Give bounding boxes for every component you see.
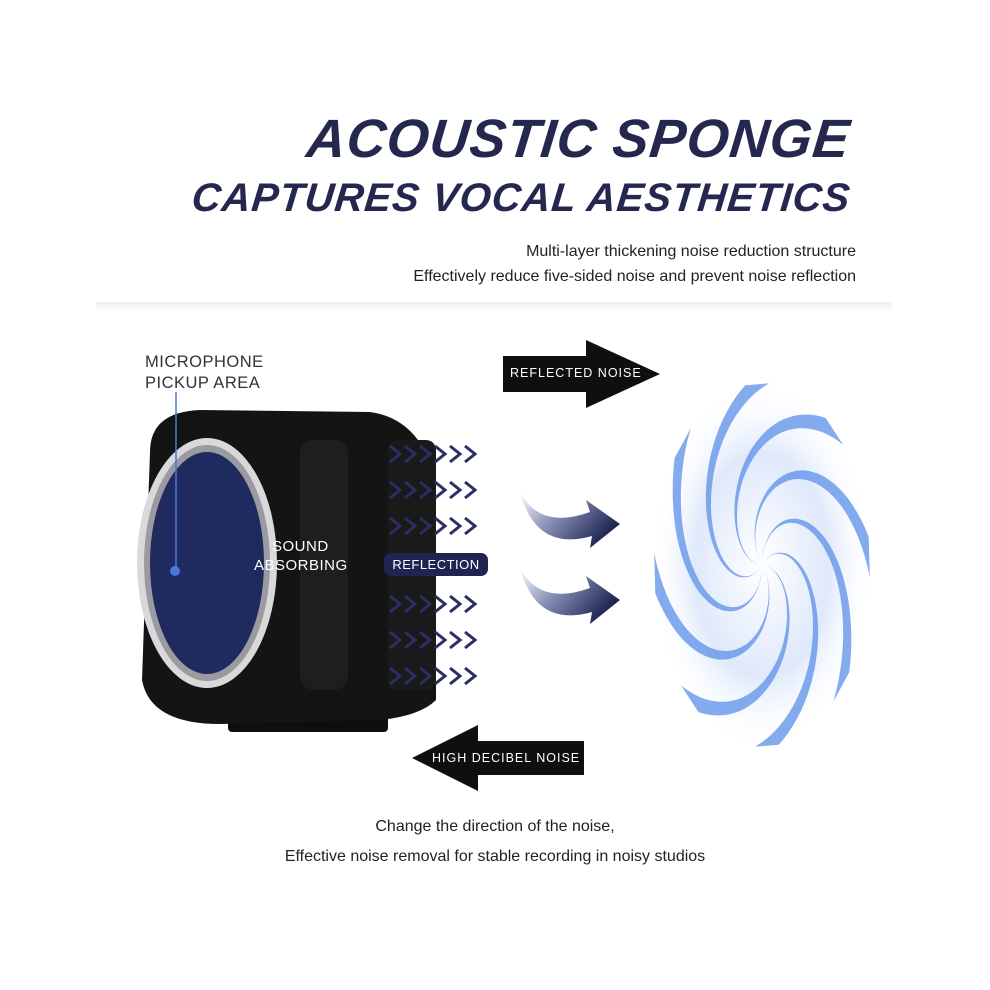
reflected-noise-arrow xyxy=(503,340,660,408)
high-decibel-noise-label: HIGH DECIBEL NOISE xyxy=(432,751,581,765)
deflect-arrow-upper xyxy=(520,492,620,548)
sound-absorbing-label-line-2: ABSORBING xyxy=(254,557,348,574)
swirl-arm xyxy=(762,518,852,702)
subtitle-line-2: Effectively reduce five-sided noise and … xyxy=(413,268,856,285)
caption-line-1: Change the direction of the noise, xyxy=(375,818,615,835)
swirl-arm xyxy=(672,428,762,612)
swirl-arm xyxy=(705,383,769,578)
noise-swirl xyxy=(650,379,874,751)
swirl-arm xyxy=(734,414,844,565)
swirl-arm xyxy=(755,552,819,747)
mic-pickup-area xyxy=(150,452,264,674)
sound-absorbing-label-line-1: SOUND xyxy=(272,538,329,555)
subtitle-line-1: Multi-layer thickening noise reduction s… xyxy=(526,243,856,260)
swirl-arm xyxy=(654,553,770,660)
swirl-arm xyxy=(754,470,870,577)
reflected-noise-label: REFLECTED NOISE xyxy=(510,366,642,380)
caption-line-2: Effective noise removal for stable recor… xyxy=(284,848,706,865)
reflection-chevrons xyxy=(388,444,478,686)
section-divider xyxy=(96,302,892,312)
mic-label-line-2: PICKUP AREA xyxy=(145,374,261,392)
high-decibel-arrow xyxy=(412,725,584,791)
pointer-dot xyxy=(170,566,180,576)
mic-label-line-1: MICROPHONE xyxy=(145,353,264,371)
swirl-arm xyxy=(680,565,790,716)
deflect-arrow-lower xyxy=(520,568,620,624)
reflection-badge: REFLECTION xyxy=(384,553,488,576)
